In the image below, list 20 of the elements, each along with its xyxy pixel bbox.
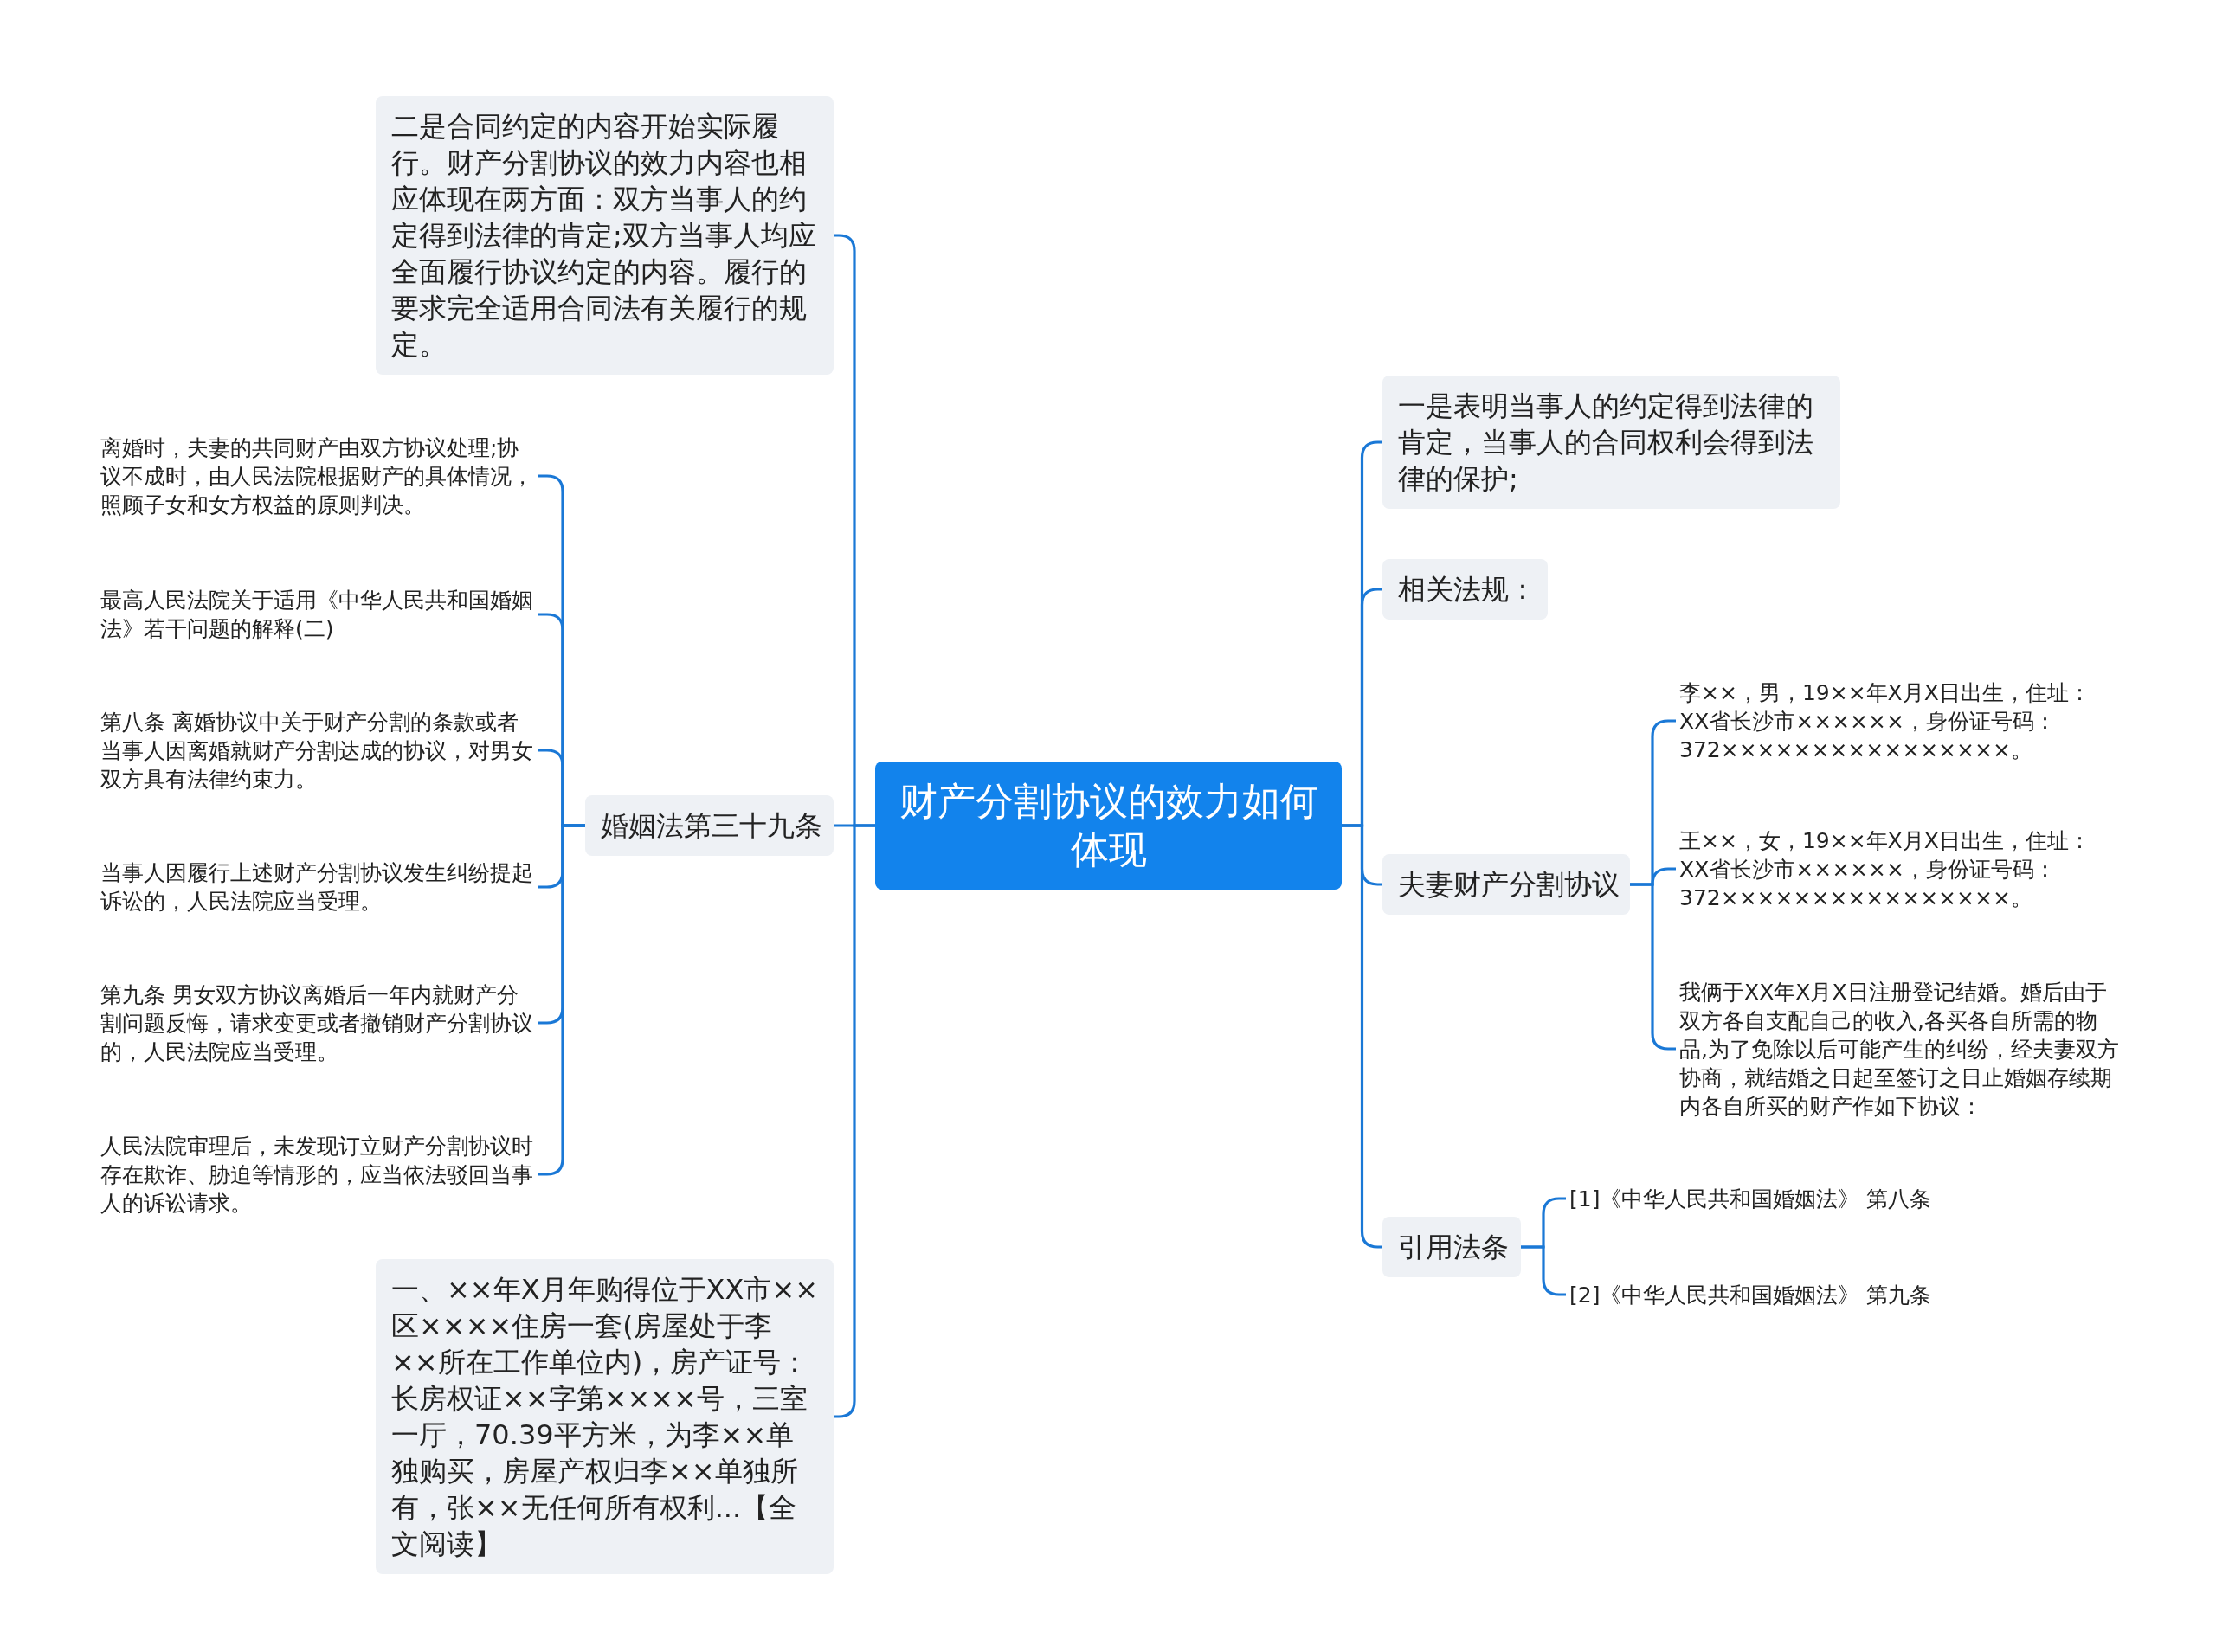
topic-box: 二是合同约定的内容开始实际履行。财产分割协议的效力内容也相应体现在两方面：双方当事人的约定得到法律的肯定;双方当事人均应全面履行协议约定的内容。履行的要求完全适用合同法有关履行的规定。: [376, 96, 834, 375]
topic-text: 第八条 离婚协议中关于财产分割的条款或者当事人因离婚就财产分割达成的协议，对男女双方具有法律约束力。: [97, 707, 538, 794]
connector-line: [538, 824, 585, 1176]
topic-text: 当事人因履行上述财产分割协议发生纠纷提起诉讼的，人民法院应当受理。: [97, 858, 538, 916]
topic-text: 离婚时，夫妻的共同财产由双方协议处理;协议不成时，由人民法院根据财产的具体情况，照顾子女和女方权益的原则判决。: [97, 433, 538, 519]
topic-text: 第九条 男女双方协议离婚后一年内就财产分割问题反悔，请求变更或者撤销财产分割协议的，人民法院应当受理。: [97, 980, 538, 1066]
central-topic-box: 财产分割协议的效力如何体现: [875, 762, 1342, 890]
topic-box: 一、××年X月年购得位于XX市××区××××住房一套(房屋处于李××所在工作单位内)，房产证号：长房权证××字第××××号，三室一厅，70.39平方米，为李××单独购买，房屋产权归李××单独所有，张××无任何所有权利...【全文阅读】: [376, 1259, 834, 1574]
topic-box: 一是表明当事人的约定得到法律的肯定，当事人的合同权利会得到法律的保护;: [1382, 376, 1840, 509]
topic-box: 夫妻财产分割协议: [1382, 854, 1630, 915]
topic-text: [1]《中华人民共和国婚姻法》 第八条: [1566, 1184, 1964, 1213]
topic-text: 李××，男，19××年X月X日出生，住址：XX省长沙市××××××，身份证号码：372××××××××××××××××。: [1676, 678, 2117, 764]
topic-box: 相关法规：: [1382, 559, 1548, 620]
topic-text: 王××，女，19××年X月X日出生，住址：XX省长沙市××××××，身份证号码：372××××××××××××××××。: [1676, 826, 2117, 912]
topic-box: 引用法条: [1382, 1217, 1521, 1277]
topic-text: 最高人民法院关于适用《中华人民共和国婚姻法》若干问题的解释(二): [97, 586, 538, 643]
topic-text: 人民法院审理后，未发现订立财产分割协议时存在欺诈、胁迫等情形的，应当依法驳回当事人的诉讼请求。: [97, 1131, 538, 1218]
topic-text: [2]《中华人民共和国婚姻法》 第九条: [1566, 1280, 1964, 1309]
topic-text: 我俩于XX年X月X日注册登记结婚。婚后由于双方各自支配自己的收入,各买各自所需的物品,为了免除以后可能产生的纠纷，经夫妻双方协商，就结婚之日起至签订之日止婚姻存续期内各自所买的财产作如下协议：: [1676, 977, 2126, 1121]
topic-box: 婚姻法第三十九条: [585, 795, 834, 856]
